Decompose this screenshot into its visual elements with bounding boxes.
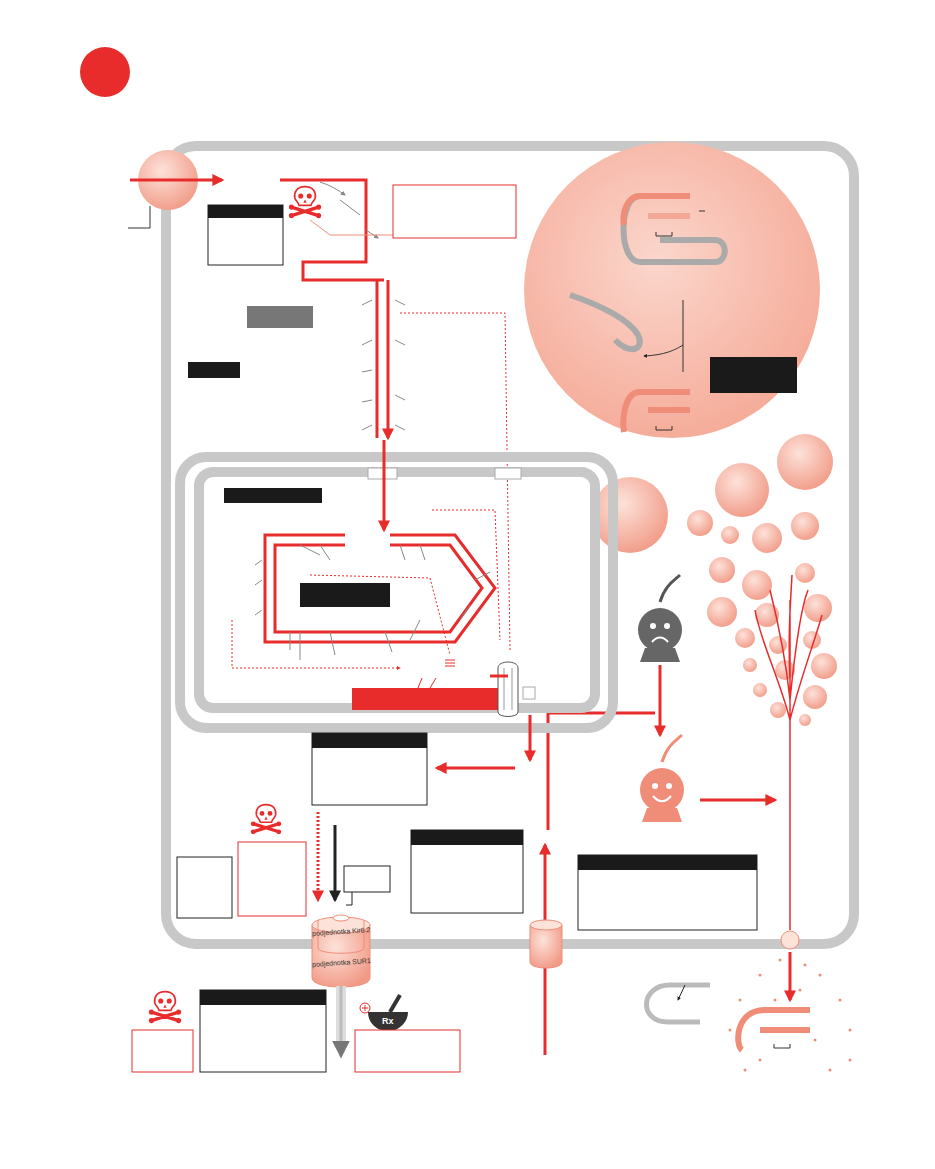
rx-symbol-text: Rx [382, 1017, 394, 1026]
